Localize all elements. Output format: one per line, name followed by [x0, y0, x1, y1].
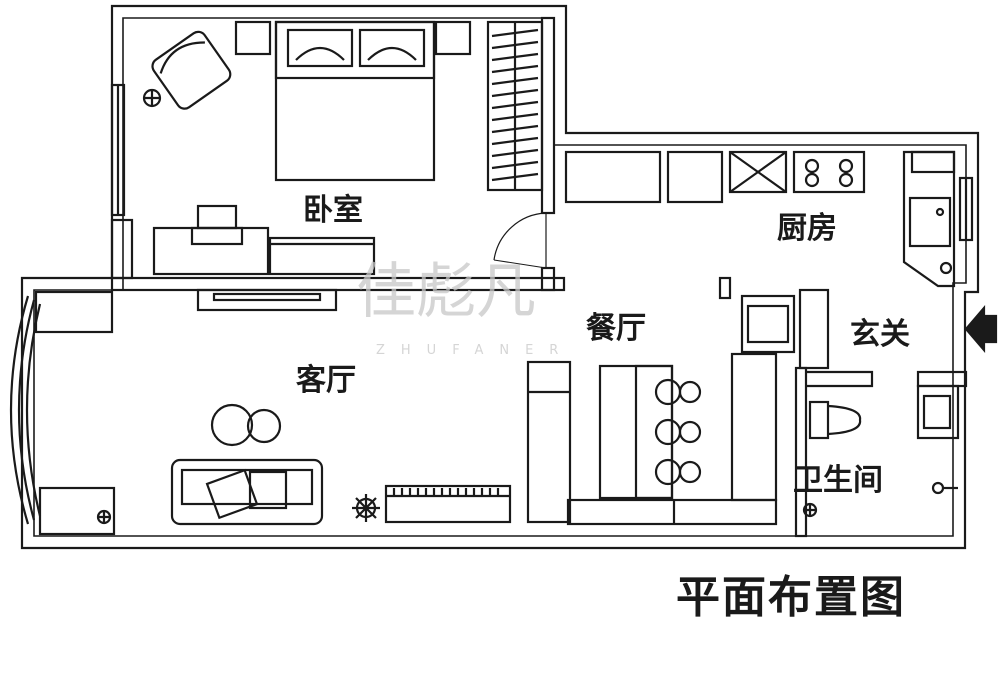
bedroom-door	[493, 212, 547, 269]
watermark-logo: 佳彪凡	[356, 257, 536, 327]
room-label-dining: 餐厅	[586, 311, 646, 346]
interior-walls	[110, 16, 968, 538]
room-label-bedroom: 卧室	[303, 193, 363, 228]
room-label-living: 客厅	[296, 363, 356, 398]
room-label-entrance: 玄关	[850, 317, 910, 352]
watermark-text: ZHUFANER	[376, 343, 575, 358]
balcony-bay-window	[9, 295, 42, 525]
living-furniture	[34, 288, 512, 536]
kitchen-window	[958, 176, 974, 242]
bathroom-fixtures	[802, 384, 960, 518]
plan-title: 平面布置图	[676, 572, 906, 623]
kitchen-furniture	[564, 150, 956, 288]
bedroom-furniture	[142, 20, 544, 276]
room-label-bathroom: 卫生间	[793, 463, 883, 498]
dining-furniture	[526, 294, 796, 526]
entrance-arrow	[964, 305, 998, 353]
bedroom-window	[110, 83, 126, 217]
room-label-kitchen: 厨房	[777, 211, 837, 246]
